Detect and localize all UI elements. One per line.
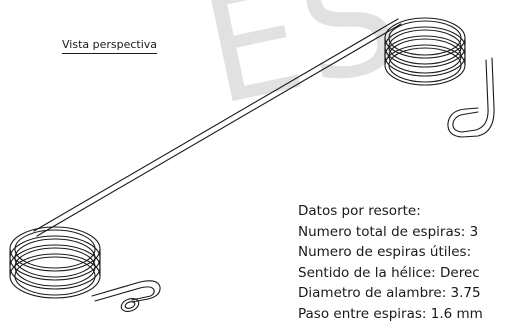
view-title: Vista perspectiva xyxy=(62,38,158,54)
spring-left-coils xyxy=(9,226,101,299)
spring-right-coils xyxy=(384,17,466,86)
spec-total-coils: Numero total de espiras: 3 xyxy=(298,223,479,240)
connecting-wire xyxy=(33,18,402,237)
spring-specs: Datos por resorte: Numero total de espir… xyxy=(298,201,483,324)
spec-helix-direction: Sentido de la hélice: Derec xyxy=(298,264,480,281)
spec-wire-diameter: Diametro de alambre: 3.75 xyxy=(298,285,481,301)
spec-coil-pitch: Paso entre espiras: 1.6 mm xyxy=(298,305,483,322)
specs-heading: Datos por resorte: xyxy=(298,203,421,219)
spec-active-coils: Numero de espiras útiles: xyxy=(298,244,472,260)
spring-right-hook xyxy=(447,57,495,138)
spring-left-hook xyxy=(91,280,161,312)
